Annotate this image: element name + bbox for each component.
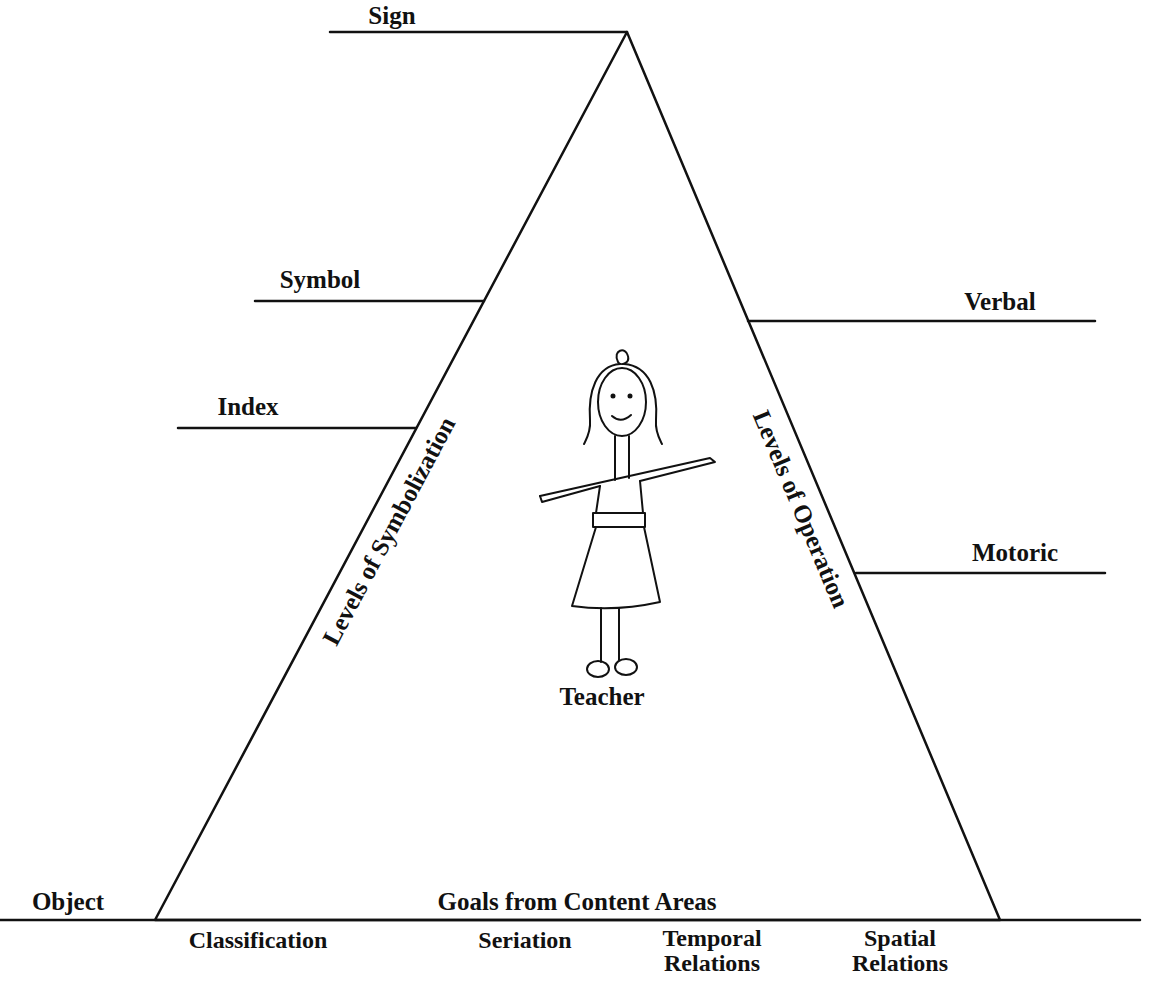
smile xyxy=(612,415,631,420)
face xyxy=(598,368,646,436)
level-label: Motoric xyxy=(972,539,1058,567)
axis-title: Levels of Symbolization xyxy=(317,412,461,649)
teacher-figure xyxy=(540,350,715,677)
tick-line xyxy=(330,31,627,34)
figure-caption: Teacher xyxy=(559,683,644,711)
tick-line xyxy=(255,300,484,303)
arms xyxy=(540,486,600,502)
arms xyxy=(540,458,715,496)
level-label: Verbal xyxy=(964,288,1035,316)
leg xyxy=(618,608,620,660)
hair-left xyxy=(584,364,620,444)
neck xyxy=(628,436,630,478)
body xyxy=(640,481,643,513)
tick-line xyxy=(856,572,1105,575)
eye xyxy=(612,395,615,398)
neck xyxy=(614,436,616,480)
hair-bun xyxy=(617,350,629,364)
goal-label: Spatial Relations xyxy=(835,926,965,976)
level-label: Symbol xyxy=(280,266,361,294)
base-title: Goals from Content Areas xyxy=(438,888,717,916)
body xyxy=(596,486,600,513)
belt xyxy=(593,513,645,527)
foot xyxy=(615,659,637,675)
goal-label: Temporal Relations xyxy=(647,926,777,976)
hair-right xyxy=(624,364,662,444)
triangle-outline xyxy=(155,32,1000,920)
tick-line xyxy=(748,320,1095,323)
goal-label: Classification xyxy=(189,927,328,953)
tick-line xyxy=(178,427,416,430)
axis-title: Levels of Operation xyxy=(747,406,854,611)
eye xyxy=(629,395,632,398)
level-label: Index xyxy=(217,393,278,421)
leg xyxy=(600,608,602,662)
level-label: Sign xyxy=(368,2,415,30)
goal-label: Seriation xyxy=(478,927,571,953)
level-label: Object xyxy=(32,888,104,916)
base-line xyxy=(0,919,1140,922)
skirt xyxy=(572,527,660,608)
foot xyxy=(587,661,609,677)
